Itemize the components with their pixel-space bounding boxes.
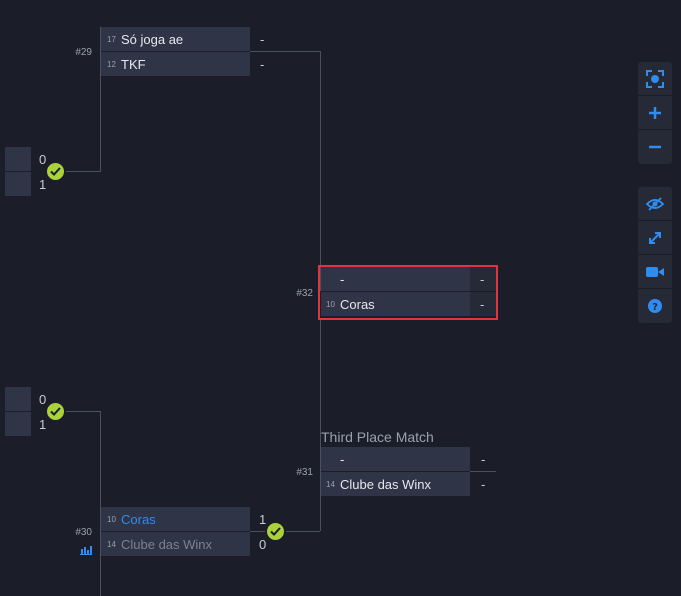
- left-match-top-score-1: 0: [39, 152, 47, 167]
- match30-score-1: 1: [259, 512, 267, 527]
- match29-score-1: -: [260, 32, 265, 47]
- team-name: -: [340, 452, 345, 467]
- match30-score-2: 0: [259, 537, 267, 552]
- left-match-bottom-slot-2[interactable]: [5, 412, 31, 436]
- seed: 14: [107, 540, 116, 549]
- svg-text:?: ?: [652, 302, 658, 313]
- winner-check-icon: [265, 521, 286, 542]
- connector: [320, 51, 321, 291]
- score-cell: [470, 267, 496, 291]
- seed: 14: [326, 480, 335, 489]
- left-match-bottom-slot-1[interactable]: [5, 387, 31, 411]
- team-name: Clube das Winx: [340, 477, 432, 492]
- connector: [62, 171, 100, 172]
- team-name: Clube das Winx: [121, 537, 213, 552]
- third-place-team-2[interactable]: 14 Clube das Winx: [321, 472, 470, 496]
- video-icon[interactable]: [638, 255, 672, 289]
- winner-check-icon: [45, 401, 66, 422]
- team-name: -: [340, 272, 345, 287]
- eye-icon[interactable]: [638, 187, 672, 221]
- match29-score-2: -: [260, 57, 265, 72]
- winner-check-icon: [45, 161, 66, 182]
- view-toolbar: ?: [638, 187, 672, 323]
- left-match-bottom-score-1: 0: [39, 392, 47, 407]
- zoom-toolbar: [638, 62, 672, 164]
- match32-team-2[interactable]: 10 Coras -: [321, 292, 496, 316]
- third-place-score-2: -: [481, 477, 486, 492]
- match-number: #29: [75, 47, 92, 58]
- team-name: Coras: [340, 297, 375, 312]
- team-name: TKF: [121, 57, 146, 72]
- match29-team-1[interactable]: 17 Só joga ae: [101, 27, 250, 51]
- connector: [62, 411, 100, 412]
- zoom-in-icon[interactable]: [638, 96, 672, 130]
- score-cell: [470, 292, 496, 316]
- third-place-title: Third Place Match: [321, 429, 434, 445]
- match29-team-2[interactable]: 12 TKF: [101, 52, 250, 76]
- match-number: #32: [296, 288, 313, 299]
- match-number: #30: [75, 527, 92, 538]
- match30-team-1[interactable]: 10 Coras: [101, 507, 250, 531]
- seed: 10: [326, 300, 335, 309]
- connector: [100, 411, 101, 596]
- team-name: Só joga ae: [121, 32, 184, 47]
- third-place-score-1: -: [481, 452, 486, 467]
- connector: [250, 51, 320, 52]
- seed: 10: [107, 515, 116, 524]
- expand-icon[interactable]: [638, 221, 672, 255]
- connector: [320, 318, 321, 531]
- match30-team-2[interactable]: 14 Clube das Winx: [101, 532, 250, 556]
- third-place-team-1[interactable]: -: [321, 447, 470, 471]
- selected-match-highlight: [318, 265, 498, 320]
- focus-icon[interactable]: [638, 62, 672, 96]
- connector: [470, 471, 496, 472]
- connector: [100, 27, 101, 172]
- seed: 17: [107, 35, 116, 44]
- left-match-top-slot-1[interactable]: [5, 147, 31, 171]
- help-icon[interactable]: ?: [638, 289, 672, 323]
- match-number: #31: [296, 467, 313, 478]
- match32-score-1: -: [480, 272, 485, 287]
- match32-team-1[interactable]: - -: [321, 267, 496, 291]
- match32-score-2: -: [480, 297, 485, 312]
- team-name: Coras: [121, 512, 156, 527]
- bar-chart-icon[interactable]: [80, 542, 92, 555]
- left-match-top-slot-2[interactable]: [5, 172, 31, 196]
- left-match-bottom-score-2: 1: [39, 417, 47, 432]
- seed: 12: [107, 60, 116, 69]
- left-match-top-score-2: 1: [39, 177, 47, 192]
- zoom-out-icon[interactable]: [638, 130, 672, 164]
